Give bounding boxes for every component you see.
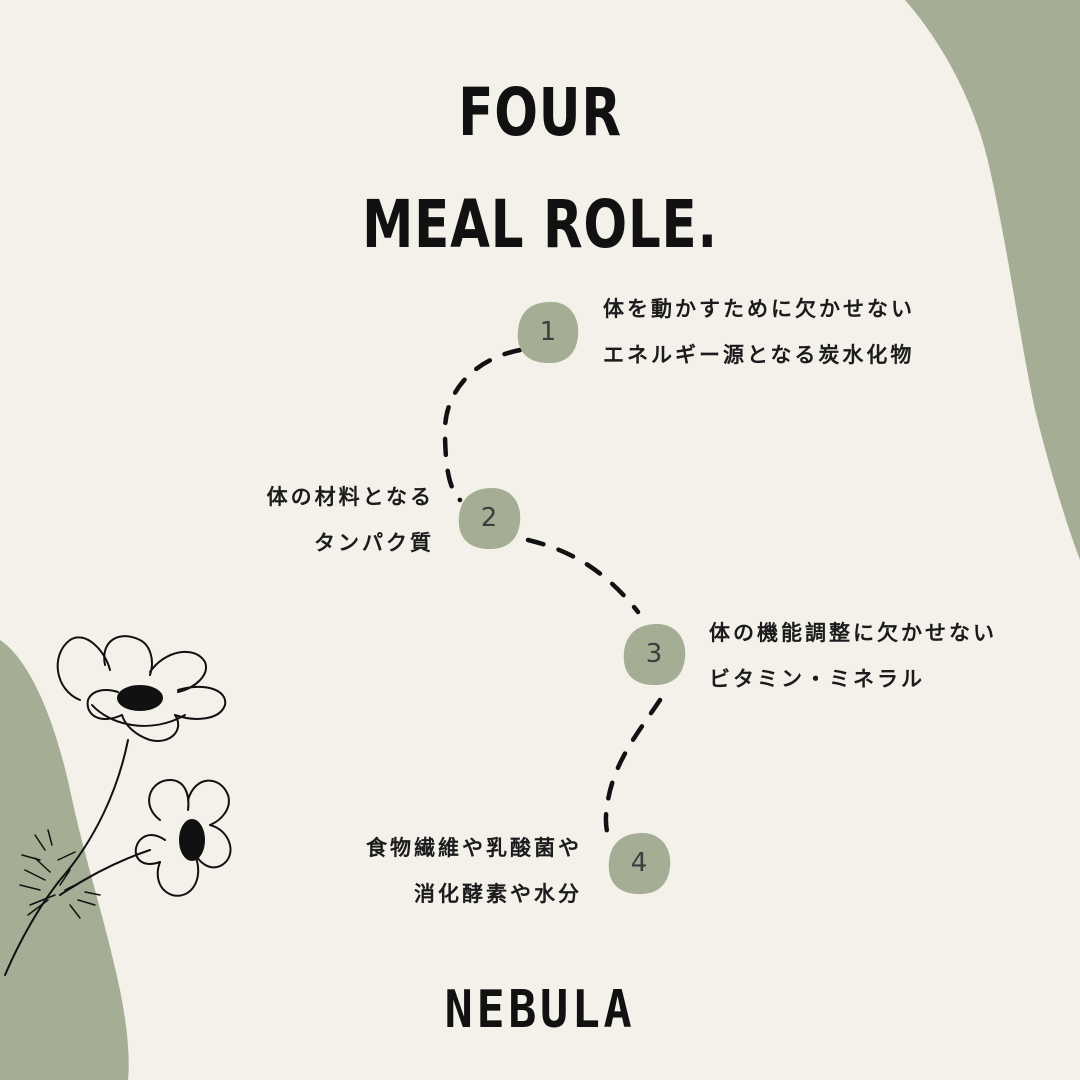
title-line-1: FOUR xyxy=(458,74,622,151)
step-1-text: 体を動かすために欠かせない エネルギー源となる炭水化物 xyxy=(603,286,915,378)
step-4-blob xyxy=(608,832,671,895)
dashed-path xyxy=(442,347,663,848)
step-4-line-1: 食物繊維や乳酸菌や xyxy=(366,836,582,860)
bottom-left-blob xyxy=(0,640,129,1080)
step-3-blob xyxy=(623,623,686,686)
brand-logo: NEBULA xyxy=(444,980,636,1040)
step-2-line-1: 体の材料となる xyxy=(266,485,434,509)
step-4-line-2: 消化酵素や水分 xyxy=(414,882,582,906)
step-3-line-2: ビタミン・ミネラル xyxy=(709,667,925,691)
flower-illustration xyxy=(4,635,232,976)
title-line-2: MEAL ROLE. xyxy=(362,186,718,263)
step-2-blob xyxy=(458,487,521,550)
step-3-text: 体の機能調整に欠かせない ビタミン・ミネラル xyxy=(709,610,997,702)
step-1-number: 1 xyxy=(539,317,557,347)
step-3-line-1: 体の機能調整に欠かせない xyxy=(709,621,997,645)
step-1-line-2: エネルギー源となる炭水化物 xyxy=(603,343,915,367)
step-1-blob xyxy=(517,301,579,364)
step-2-text: 体の材料となる タンパク質 xyxy=(267,474,434,566)
step-4-number: 4 xyxy=(630,848,648,878)
step-4-text: 食物繊維や乳酸菌や 消化酵素や水分 xyxy=(366,825,582,917)
step-2-number: 2 xyxy=(480,503,498,533)
step-2-line-2: タンパク質 xyxy=(314,531,434,555)
step-3-number: 3 xyxy=(645,639,663,669)
step-1-line-1: 体を動かすために欠かせない xyxy=(603,297,915,321)
top-right-blob xyxy=(905,0,1080,560)
